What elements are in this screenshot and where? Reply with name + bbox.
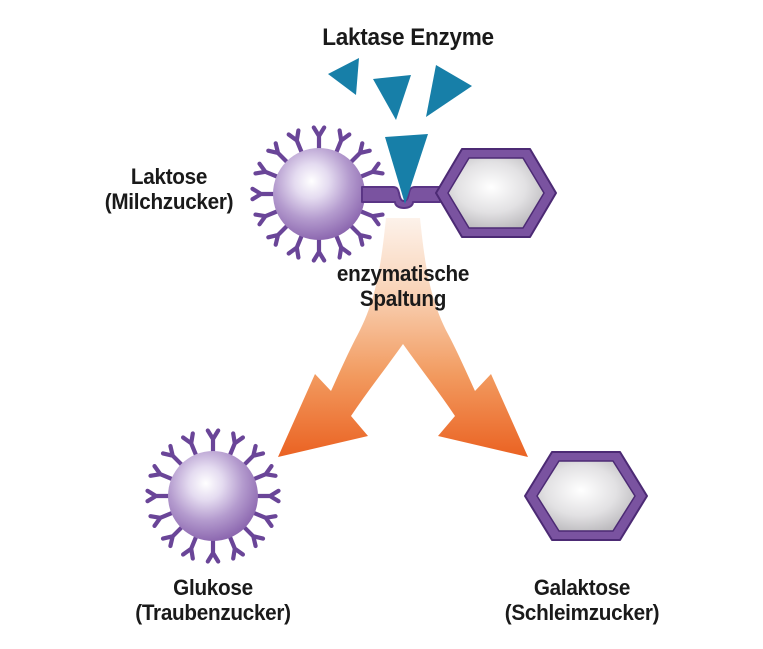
product-galactose-label: Galaktose (Schleimzucker) (504, 575, 660, 625)
substrate-name: Laktose (130, 164, 208, 189)
spike-icon (145, 488, 174, 504)
galactose-unit-hexagon (435, 148, 557, 238)
glucose-unit-sphere (273, 148, 365, 240)
spike-icon (253, 161, 282, 180)
spike-icon (266, 141, 291, 166)
spike-icon (286, 231, 305, 260)
spike-icon (250, 186, 279, 202)
spike-icon (240, 443, 266, 469)
spike-icon (356, 208, 385, 227)
enzyme-label: Laktase Enzyme (322, 24, 494, 51)
spike-icon (205, 535, 221, 564)
spike-icon (253, 208, 282, 227)
spike-icon (227, 431, 245, 460)
spike-icon (227, 532, 245, 561)
spike-icon (333, 231, 352, 260)
galactose-name: Galaktose (533, 575, 631, 600)
substrate-label: Laktose (Milchzucker) (104, 164, 234, 214)
substrate-synonym: (Milchzucker) (104, 189, 234, 214)
spike-icon (205, 428, 221, 457)
spike-icon (160, 523, 186, 549)
spike-icon (160, 443, 186, 469)
enzyme-triangle-left (328, 58, 359, 95)
enzyme-triangle-active (385, 134, 428, 204)
spike-icon (181, 532, 199, 561)
spike-icon (311, 234, 327, 263)
glycosidic-bond (361, 186, 441, 209)
spike-icon (286, 128, 305, 157)
lactase-enzyme-triangles-icon (328, 58, 472, 204)
glucose-molecule (145, 428, 281, 564)
cleavage-line2: Spaltung (359, 286, 447, 311)
product-glucose-label: Glukose (Traubenzucker) (135, 575, 291, 625)
galactose-synonym: (Schleimzucker) (504, 600, 660, 625)
spike-icon (266, 222, 291, 247)
enzyme-triangle-middle (373, 75, 411, 120)
spike-icon (347, 222, 372, 247)
glucose-name: Glukose (173, 575, 253, 600)
spike-icon (240, 523, 266, 549)
spike-icon (252, 488, 281, 504)
glucose-synonym: (Traubenzucker) (135, 600, 291, 625)
split-arrow (278, 218, 528, 457)
spike-icon (347, 141, 372, 166)
receptor-spikes (250, 125, 388, 263)
enzyme-triangle-right (426, 65, 472, 117)
spike-icon (181, 431, 199, 460)
spike-icon (356, 161, 385, 180)
spike-icon (148, 464, 177, 482)
galactose-molecule (524, 451, 648, 541)
spike-icon (148, 510, 177, 528)
lactose-molecule (250, 125, 557, 263)
spike-icon (249, 464, 278, 482)
spike-icon (311, 125, 327, 154)
spike-icon (249, 510, 278, 528)
cleavage-line1: enzymatische (336, 261, 470, 286)
spike-icon (333, 128, 352, 157)
cleavage-label: enzymatische Spaltung (336, 261, 470, 311)
glucose-sphere (168, 451, 258, 541)
